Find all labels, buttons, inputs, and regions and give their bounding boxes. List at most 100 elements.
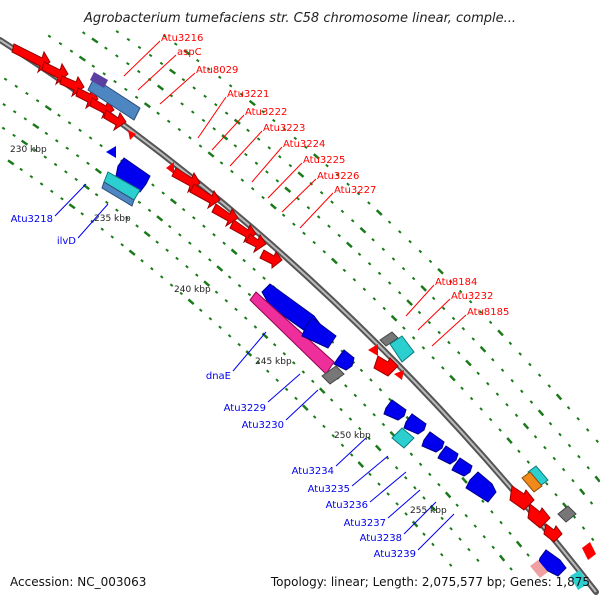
tick-mark (554, 492, 558, 497)
gray-cds-block[interactable] (321, 365, 345, 385)
reverse-cds-arrow[interactable] (451, 457, 473, 477)
gene-label-atu3237[interactable]: Atu3237 (344, 518, 386, 529)
forward-cds-arrow-small[interactable] (368, 344, 378, 356)
gene-label-atu3234[interactable]: Atu3234 (292, 466, 334, 477)
gene-label-atu3224[interactable]: Atu3224 (283, 139, 325, 150)
tick-mark (168, 68, 177, 75)
tick-mark (340, 443, 345, 448)
reverse-cds-arrow[interactable] (437, 445, 459, 465)
tick-mark (402, 326, 406, 330)
pink-cds-block[interactable] (530, 560, 548, 578)
gene-label-aspc[interactable]: aspC (177, 47, 202, 58)
steel-cds-block[interactable] (87, 77, 141, 121)
reverse-cds-arrow[interactable] (383, 399, 407, 421)
tick-mark (567, 443, 572, 448)
gene-label-atu3221[interactable]: Atu3221 (227, 89, 269, 100)
gene-label-atu3235[interactable]: Atu3235 (308, 484, 350, 495)
teal-cds-block[interactable] (389, 335, 415, 363)
reverse-cds-arrow[interactable] (403, 413, 427, 435)
tick-mark (522, 422, 530, 430)
tick-mark (337, 233, 341, 238)
tick-mark (240, 178, 245, 182)
tick-mark (207, 67, 211, 71)
tick-mark (39, 182, 44, 186)
tick-mark (269, 203, 277, 210)
gene-label-atu8184[interactable]: Atu8184 (435, 277, 477, 288)
tick-mark (359, 368, 364, 373)
tick-mark (272, 343, 277, 347)
tick-mark (180, 102, 184, 106)
reverse-cds-arrow[interactable] (421, 431, 445, 453)
gene-label-atu8185[interactable]: Atu8185 (467, 307, 509, 318)
reverse-cds-arrow[interactable] (465, 471, 497, 503)
tick-mark (428, 472, 432, 477)
gene-label-dnae[interactable]: dnaE (206, 371, 231, 382)
tick-mark (293, 136, 298, 141)
forward-cds-arrow[interactable] (527, 503, 551, 529)
tick-mark (476, 371, 480, 376)
tick-mark (378, 387, 383, 392)
tick-mark (67, 121, 72, 125)
gene-label-atu3238[interactable]: Atu3238 (360, 533, 402, 544)
gene-label-atu3216[interactable]: Atu3216 (161, 33, 203, 44)
gene-label-atu8029[interactable]: Atu8029 (196, 65, 238, 76)
tick-mark (408, 239, 412, 244)
forward-cds-arrow[interactable] (211, 203, 239, 228)
gene-label-atu3239[interactable]: Atu3239 (374, 549, 416, 560)
reverse-cds-arrow[interactable] (301, 317, 337, 349)
forward-cds-arrow-small[interactable] (128, 130, 136, 140)
gene-label-atu3226[interactable]: Atu3226 (317, 171, 359, 182)
accession-text: Accession: NC_003063 (10, 575, 146, 589)
gene-label-atu3223[interactable]: Atu3223 (263, 123, 305, 134)
tick-mark (217, 75, 222, 79)
teal-cds-block[interactable] (570, 570, 588, 590)
gene-label-atu3236[interactable]: Atu3236 (326, 500, 368, 511)
gene-label-atu3227[interactable]: Atu3227 (334, 185, 376, 196)
gene-label-atu3218[interactable]: Atu3218 (11, 214, 53, 225)
tick-mark (234, 307, 238, 312)
red-cds-block[interactable] (582, 542, 596, 560)
forward-cds-arrow-small[interactable] (394, 370, 404, 380)
steel-cds-block[interactable] (101, 181, 135, 207)
gene-label-atu3230[interactable]: Atu3230 (242, 420, 284, 431)
tick-mark (64, 170, 68, 174)
tick-mark (247, 292, 252, 297)
tick-mark (319, 191, 324, 195)
tick-mark (479, 345, 487, 353)
tick-mark (368, 472, 372, 477)
reverse-cds-arrow[interactable] (333, 349, 355, 371)
gray-cds-block[interactable] (557, 505, 577, 523)
tick-mark (230, 248, 238, 256)
tick-mark (481, 499, 485, 504)
forward-cds-arrow[interactable] (543, 523, 563, 543)
tick-mark (406, 299, 413, 306)
tick-mark (65, 146, 70, 150)
forward-cds-arrow[interactable] (103, 109, 127, 132)
tick-mark (74, 177, 79, 182)
tick-mark (388, 397, 392, 402)
tick-mark (437, 268, 444, 275)
orange-cds-block[interactable] (521, 471, 543, 493)
tick-mark (382, 306, 387, 311)
tick-mark (374, 444, 382, 452)
tick-mark (362, 403, 367, 407)
forward-cds-arrow[interactable] (245, 233, 267, 254)
gene-label-atu3232[interactable]: Atu3232 (451, 291, 493, 302)
forward-cds-arrow[interactable] (189, 183, 221, 210)
tick-mark (528, 362, 532, 367)
reverse-cds-arrow-small[interactable] (106, 146, 116, 158)
gene-label-atu3222[interactable]: Atu3222 (245, 107, 287, 118)
forward-cds-arrow-small[interactable] (166, 162, 174, 174)
purple-cds-block[interactable] (90, 72, 108, 88)
forward-cds-arrow[interactable] (509, 485, 535, 511)
gene-label-atu3229[interactable]: Atu3229 (224, 403, 266, 414)
tick-mark (428, 259, 433, 264)
gray-cds-block[interactable] (379, 331, 399, 347)
gene-label-atu3225[interactable]: Atu3225 (303, 155, 345, 166)
pink-cds-block[interactable] (249, 291, 335, 375)
forward-cds-arrow[interactable] (373, 355, 399, 377)
teal-cds-block[interactable] (391, 427, 415, 449)
gene-label-ilvd[interactable]: ilvD (57, 236, 76, 247)
tick-mark (201, 118, 206, 123)
forward-cds-arrow[interactable] (259, 249, 283, 270)
